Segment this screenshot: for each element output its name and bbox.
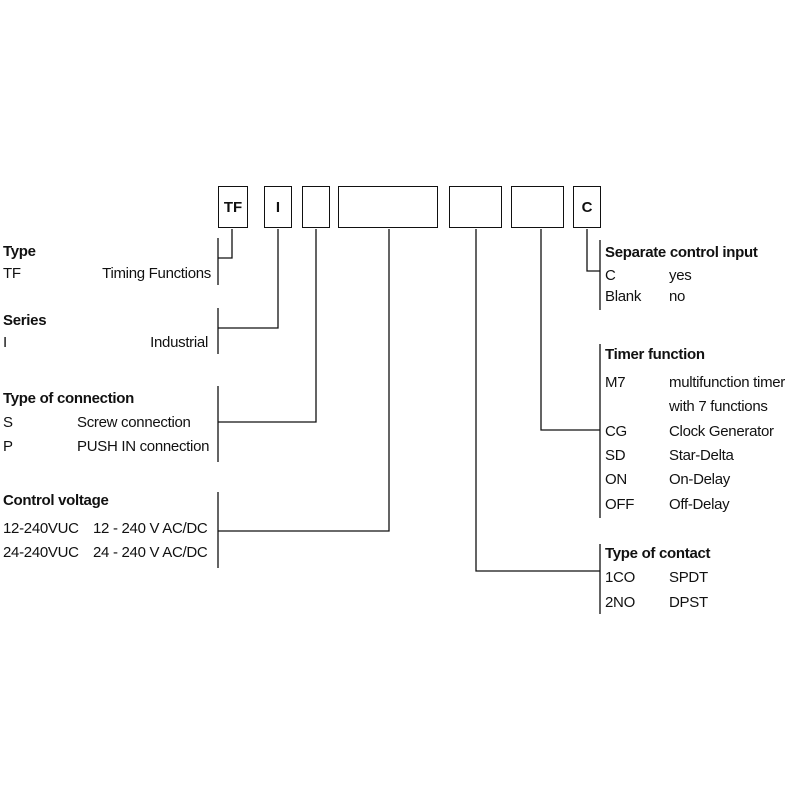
connector-series [218, 229, 279, 329]
timer-desc-sd: Star-Delta [669, 447, 734, 464]
timer-code-off: OFF [605, 496, 635, 513]
timer-desc-off: Off-Delay [669, 496, 730, 513]
contact-desc-1co: SPDT [669, 569, 708, 586]
code-box-connection [302, 186, 330, 228]
timer-desc-m7-cont: with 7 functions [669, 398, 768, 415]
connector-voltage [218, 229, 390, 532]
connector-connection [218, 229, 317, 423]
connection-code-s: S [3, 414, 13, 431]
voltage-code-1: 12-240VUC [3, 520, 79, 537]
type-desc: Timing Functions [102, 265, 211, 282]
connection-desc-p: PUSH IN connection [77, 438, 210, 455]
control-input-desc-c: yes [669, 267, 692, 284]
code-box-series: I [264, 186, 292, 228]
voltage-desc-1: 12 - 240 V AC/DC [93, 520, 208, 537]
contact-code-2no: 2NO [605, 594, 635, 611]
voltage-title: Control voltage [3, 492, 109, 509]
timer-code-on: ON [605, 471, 627, 488]
code-box-contact [449, 186, 502, 228]
connector-timer [540, 229, 600, 431]
connector-type [218, 229, 233, 259]
timer-code-sd: SD [605, 447, 626, 464]
type-title: Type [3, 243, 36, 260]
type-code: TF [3, 265, 21, 282]
code-box-type: TF [218, 186, 248, 228]
code-box-timer [511, 186, 564, 228]
connection-desc-s: Screw connection [77, 414, 191, 431]
connector-contact [475, 229, 600, 572]
timer-desc-on: On-Delay [669, 471, 730, 488]
connection-title: Type of connection [3, 390, 134, 407]
control-input-code-c: C [605, 267, 616, 284]
contact-code-1co: 1CO [605, 569, 635, 586]
timer-desc-cg: Clock Generator [669, 423, 774, 440]
connection-code-p: P [3, 438, 13, 455]
series-desc: Industrial [150, 334, 208, 351]
control-input-desc-blank: no [669, 288, 686, 305]
contact-title: Type of contact [605, 545, 711, 562]
contact-desc-2no: DPST [669, 594, 708, 611]
code-box-control-input: C [573, 186, 601, 228]
code-box-voltage [338, 186, 438, 228]
timer-code-m7: M7 [605, 374, 626, 391]
connector-control-input [586, 229, 600, 272]
control-input-code-blank: Blank [605, 288, 642, 305]
timer-code-cg: CG [605, 423, 627, 440]
voltage-desc-2: 24 - 240 V AC/DC [93, 544, 208, 561]
timer-title: Timer function [605, 346, 705, 363]
control-input-title: Separate control input [605, 244, 758, 261]
voltage-code-2: 24-240VUC [3, 544, 79, 561]
series-code: I [3, 334, 7, 351]
series-title: Series [3, 312, 47, 329]
timer-desc-m7: multifunction timer [669, 374, 786, 391]
